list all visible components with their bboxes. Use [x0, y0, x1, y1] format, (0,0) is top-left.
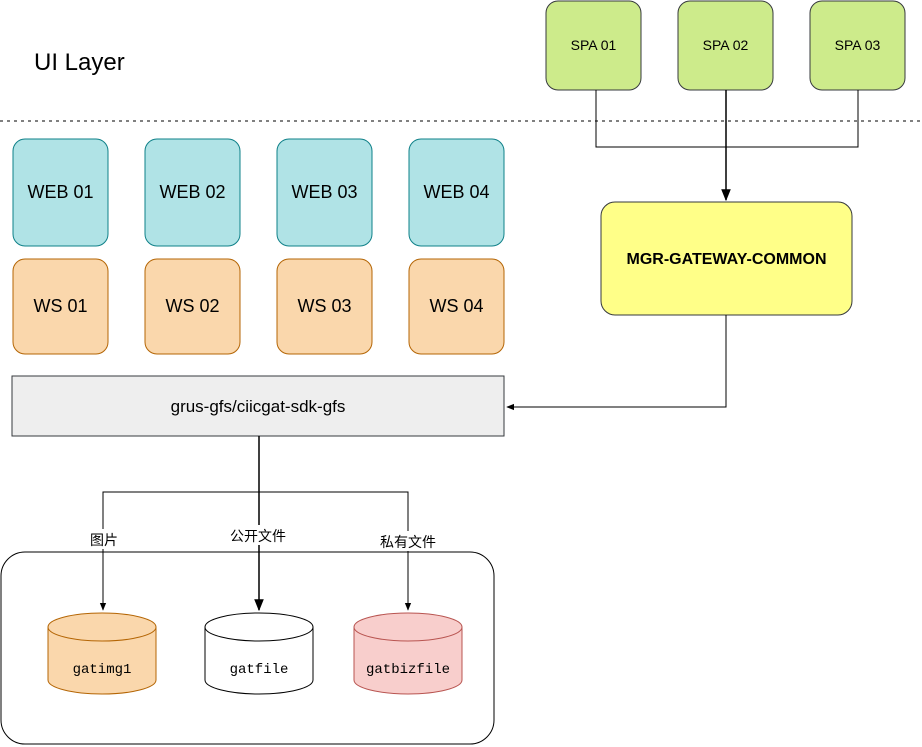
spa-node-label: SPA 02: [703, 37, 749, 53]
storage-label: gatfile: [230, 662, 289, 678]
ws-node-label: WS 03: [297, 296, 351, 316]
spa-node-label: SPA 01: [571, 37, 617, 53]
web-node-4[interactable]: WEB 04: [408, 138, 505, 247]
edge-label-public-files: 公开文件: [230, 528, 286, 544]
ws-node-label: WS 02: [165, 296, 219, 316]
storage-gatfile[interactable]: gatfile: [204, 612, 314, 695]
web-node-label: WEB 02: [159, 182, 225, 202]
web-node-3[interactable]: WEB 03: [276, 138, 373, 247]
web-node-2[interactable]: WEB 02: [144, 138, 241, 247]
edge-label-bg: [224, 525, 292, 545]
ws-node-label: WS 01: [33, 296, 87, 316]
edge-label-images: 图片: [90, 532, 118, 548]
sdk-label: grus-gfs/ciicgat-sdk-gfs: [171, 397, 346, 416]
web-node-label: WEB 01: [27, 182, 93, 202]
ws-node-4[interactable]: WS 04: [408, 258, 505, 355]
spa-node-3[interactable]: SPA 03: [809, 0, 906, 91]
ws-node-3[interactable]: WS 03: [276, 258, 373, 355]
storage-gatbizfile[interactable]: gatbizfile: [353, 612, 463, 695]
web-node-label: WEB 03: [291, 182, 357, 202]
gateway-node[interactable]: MGR-GATEWAY-COMMON: [600, 201, 853, 316]
gateway-to-sdk-arrow: [506, 315, 727, 411]
web-node-label: WEB 04: [423, 182, 489, 202]
spa-node-1[interactable]: SPA 01: [545, 0, 642, 91]
edge-label-bg: [86, 529, 122, 549]
storage-label: gatimg1: [73, 662, 132, 678]
gateway-label: MGR-GATEWAY-COMMON: [627, 251, 827, 268]
storage-gatimg1[interactable]: gatimg1: [47, 612, 157, 695]
ws-node-2[interactable]: WS 02: [144, 258, 241, 355]
storage-label: gatbizfile: [366, 662, 450, 678]
edge-label-private-files: 私有文件: [380, 534, 436, 550]
edge-label-bg: [374, 531, 442, 551]
sdk-to-gatimg1-arrow: [99, 491, 259, 611]
sdk-to-gatbizfile-arrow: [259, 491, 412, 611]
layer-label: UI Layer: [34, 49, 125, 76]
sdk-node[interactable]: grus-gfs/ciicgat-sdk-gfs: [11, 375, 505, 437]
ws-node-label: WS 04: [429, 296, 483, 316]
spa-node-label: SPA 03: [835, 37, 881, 53]
ws-node-1[interactable]: WS 01: [12, 258, 109, 355]
spa-node-2[interactable]: SPA 02: [677, 0, 774, 91]
spa-bus-connector: [595, 90, 859, 148]
web-node-1[interactable]: WEB 01: [12, 138, 109, 247]
